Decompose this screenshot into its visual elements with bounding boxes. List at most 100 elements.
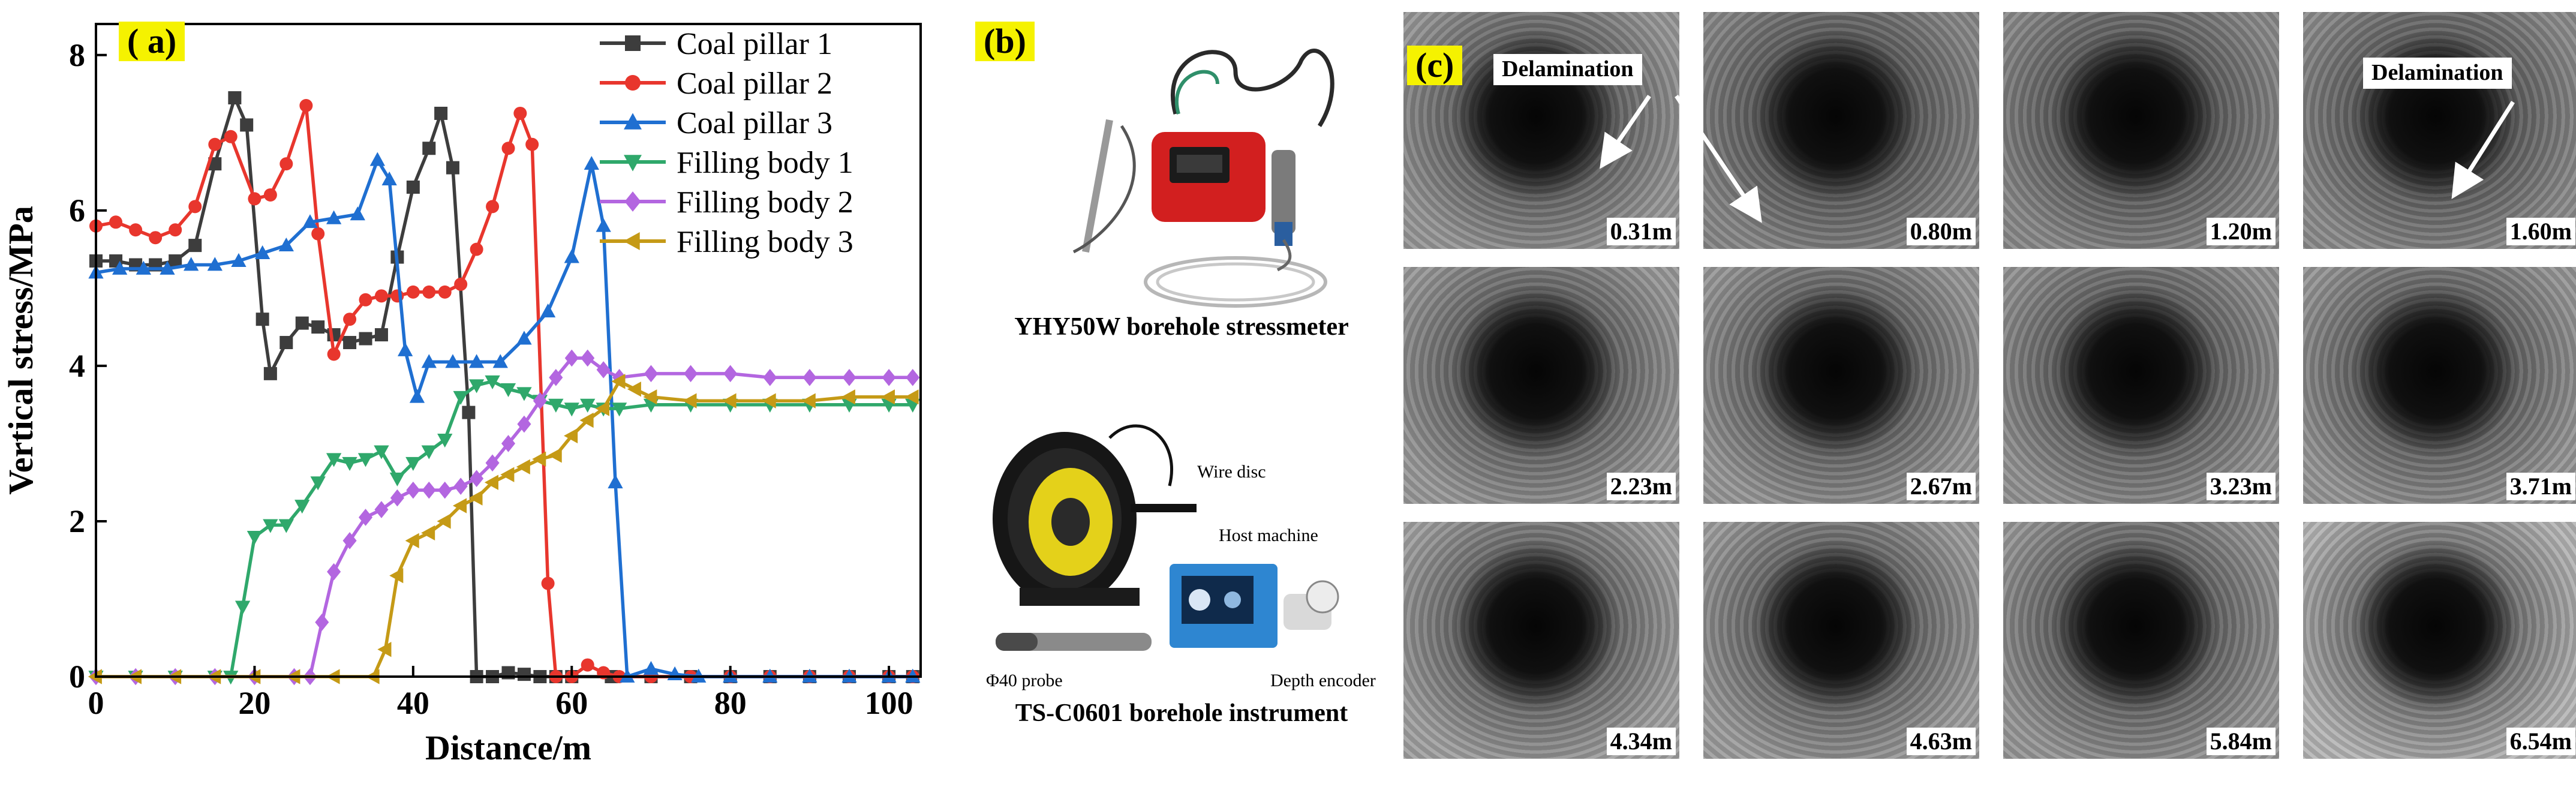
stressmeter-caption: YHY50W borehole stressmeter <box>1014 313 1349 341</box>
data-point <box>369 152 386 166</box>
data-point <box>390 489 404 507</box>
data-point <box>446 161 459 175</box>
data-point <box>278 519 294 533</box>
data-point <box>841 389 855 405</box>
legend-entry: Filling body 3 <box>600 225 853 259</box>
data-point <box>374 445 389 459</box>
data-point <box>763 369 777 386</box>
depth-label: 6.54m <box>2506 728 2575 755</box>
data-point <box>188 200 202 214</box>
host-machine-label: Host machine <box>1219 525 1318 545</box>
legend-marker <box>623 232 640 250</box>
panel-a-tag: ( a) <box>119 22 185 61</box>
instrument-panel: (b) YHY50W borehole stressmeter Wire dis… <box>960 0 1391 790</box>
data-point <box>453 477 468 495</box>
data-point <box>422 285 436 299</box>
data-point <box>486 200 500 214</box>
x-tick-label: 100 <box>865 685 913 721</box>
data-point <box>311 227 325 241</box>
wire-disc-label: Wire disc <box>1197 462 1266 482</box>
data-point <box>295 316 309 330</box>
data-point <box>207 257 223 271</box>
borehole-instrument-illustration <box>993 424 1339 651</box>
data-point <box>517 415 531 433</box>
data-point <box>684 365 698 383</box>
depth-label: 2.67m <box>1906 473 1976 500</box>
data-point <box>409 389 425 403</box>
data-point <box>350 206 365 221</box>
data-point <box>501 435 516 452</box>
delamination-callout-2: Delamination <box>2363 58 2512 89</box>
x-tick-label: 60 <box>555 685 588 721</box>
data-point <box>224 130 238 143</box>
data-point <box>343 336 357 350</box>
depth-label: 3.23m <box>2206 473 2276 500</box>
data-point <box>643 660 659 675</box>
data-point <box>904 389 919 405</box>
data-point <box>149 231 163 245</box>
depth-label: 1.20m <box>2206 218 2276 245</box>
data-point <box>434 106 448 120</box>
data-point <box>254 245 270 259</box>
data-point <box>500 467 515 482</box>
data-point <box>299 99 313 112</box>
x-tick-label: 80 <box>714 685 747 721</box>
data-point <box>343 313 357 326</box>
data-point <box>596 361 611 379</box>
depth-label: 0.80m <box>1906 218 1976 245</box>
data-point <box>129 223 143 237</box>
panel-c-tag: (c) <box>1407 46 1463 85</box>
data-point <box>880 389 895 405</box>
depth-label: 4.34m <box>1606 728 1676 755</box>
y-tick-label: 6 <box>69 193 85 229</box>
data-point <box>906 369 920 386</box>
legend-label: Filling body 2 <box>677 185 853 220</box>
data-point <box>722 393 737 408</box>
data-point <box>438 285 452 299</box>
stressmeter-rod <box>1082 119 1113 253</box>
data-point <box>485 375 500 390</box>
stressmeter-cable <box>1171 49 1334 127</box>
data-point <box>452 498 467 513</box>
data-point <box>762 393 776 408</box>
data-point <box>453 391 468 405</box>
delamination-arrow-3 <box>2451 101 2515 199</box>
data-point <box>549 369 563 386</box>
series-line <box>96 380 913 678</box>
borehole-image: 5.84m <box>2003 522 2279 759</box>
data-point <box>611 402 627 417</box>
data-point <box>357 453 374 467</box>
data-point <box>422 142 436 155</box>
data-point <box>188 239 202 253</box>
data-point <box>112 260 128 275</box>
stressmeter-illustration <box>1072 49 1334 308</box>
data-point <box>208 157 222 171</box>
borehole-image: 4.34m <box>1403 522 1679 759</box>
data-point <box>263 519 278 533</box>
data-point <box>169 223 182 237</box>
data-point <box>359 293 372 307</box>
data-point <box>842 369 856 386</box>
data-point <box>581 349 595 367</box>
data-point <box>421 525 435 541</box>
probe-label: Φ40 probe <box>986 671 1063 690</box>
depth-label: 2.23m <box>1606 473 1676 500</box>
borehole-image: 1.60m <box>2303 12 2576 249</box>
data-point <box>422 481 436 499</box>
legend-marker <box>624 191 641 212</box>
y-tick-label: 8 <box>69 37 85 73</box>
y-tick-label: 4 <box>69 348 85 384</box>
legend-label: Coal pillar 2 <box>677 67 832 101</box>
borehole-image: 2.67m <box>1703 267 1979 504</box>
data-point <box>389 472 405 486</box>
legend-label: Coal pillar 1 <box>677 27 832 61</box>
data-point <box>228 91 242 105</box>
data-point <box>247 530 263 545</box>
series-line <box>96 380 913 678</box>
legend-marker <box>624 155 642 172</box>
data-point <box>310 476 326 491</box>
legend-label: Filling body 3 <box>677 225 853 259</box>
series-filling-body-3 <box>88 374 919 684</box>
legend-entry: Filling body 1 <box>600 146 853 180</box>
